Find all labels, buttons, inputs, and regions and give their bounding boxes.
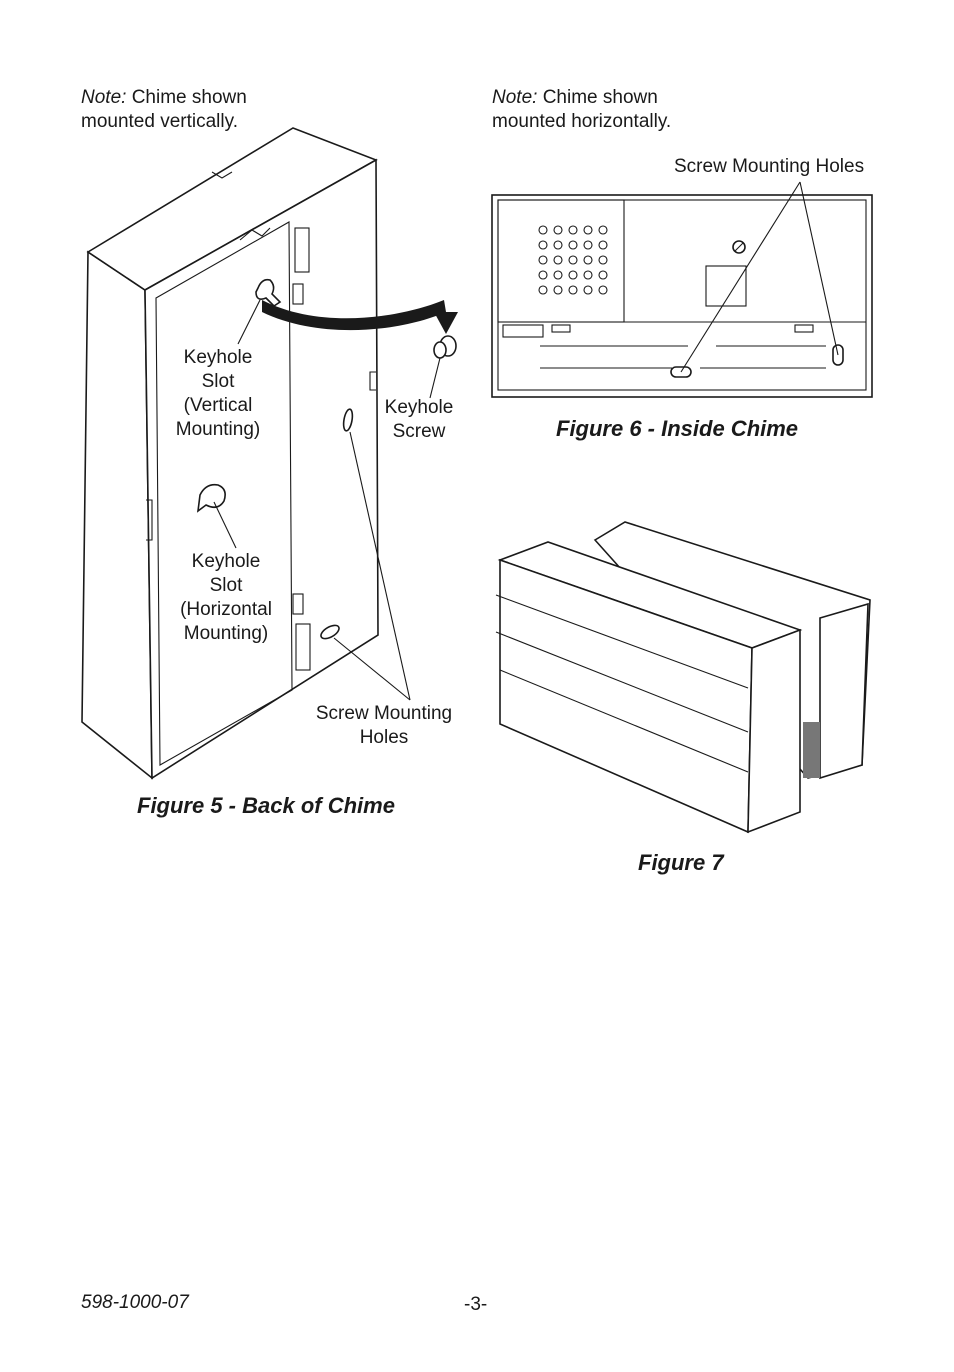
label-line: Mounting) [175,419,261,440]
label-line: Keyhole [183,347,253,368]
label-line: (Horizontal [180,599,272,620]
note-vertical: Note: Chime shown mounted vertically. [81,86,247,134]
label-line: Keyhole [384,397,454,418]
label-line: Slot [201,371,235,392]
figure5-drawing [81,127,458,780]
label-keyhole-screw: Keyhole Screw [380,396,458,444]
keyhole-slot-horizontal-shape [196,483,226,513]
label-line: Screw Mounting [315,703,453,724]
keyhole-slot-vertical-shape [255,278,282,308]
label-keyhole-slot-horizontal: Keyhole Slot (Horizontal Mounting) [170,550,282,646]
note-horizontal-line1: Chime shown [542,87,658,108]
label-screw-mounting-holes-fig5: Screw Mounting Holes [306,702,462,750]
label-line: Mounting) [183,623,269,644]
label-line: Screw [392,421,446,442]
label-keyhole-slot-vertical: Keyhole Slot (Vertical Mounting) [166,346,270,442]
figure6-drawing [491,181,873,398]
note-horizontal-line2: mounted horizontally. [492,111,672,132]
doc-number: 598-1000-07 [81,1292,189,1313]
label-screw-mounting-holes-fig6: Screw Mounting Holes [674,156,865,177]
label-line: Holes [359,727,409,748]
figure7-drawing [495,521,871,834]
speaker-grille [538,225,608,295]
note-vertical-line2: mounted vertically. [81,111,238,132]
note-horizontal-prefix: Note: [492,87,538,108]
note-horizontal: Note: Chime shown mounted horizontally. [492,86,671,134]
label-line: (Vertical [183,395,253,416]
page-number: -3- [464,1294,488,1315]
figure6-caption: Figure 6 - Inside Chime [556,416,799,441]
note-vertical-line1: Chime shown [131,87,247,108]
note-vertical-prefix: Note: [81,87,127,108]
figure5-caption: Figure 5 - Back of Chime [137,793,395,818]
label-line: Keyhole [191,551,261,572]
label-line: Slot [209,575,243,596]
figure7-caption: Figure 7 [638,850,724,875]
